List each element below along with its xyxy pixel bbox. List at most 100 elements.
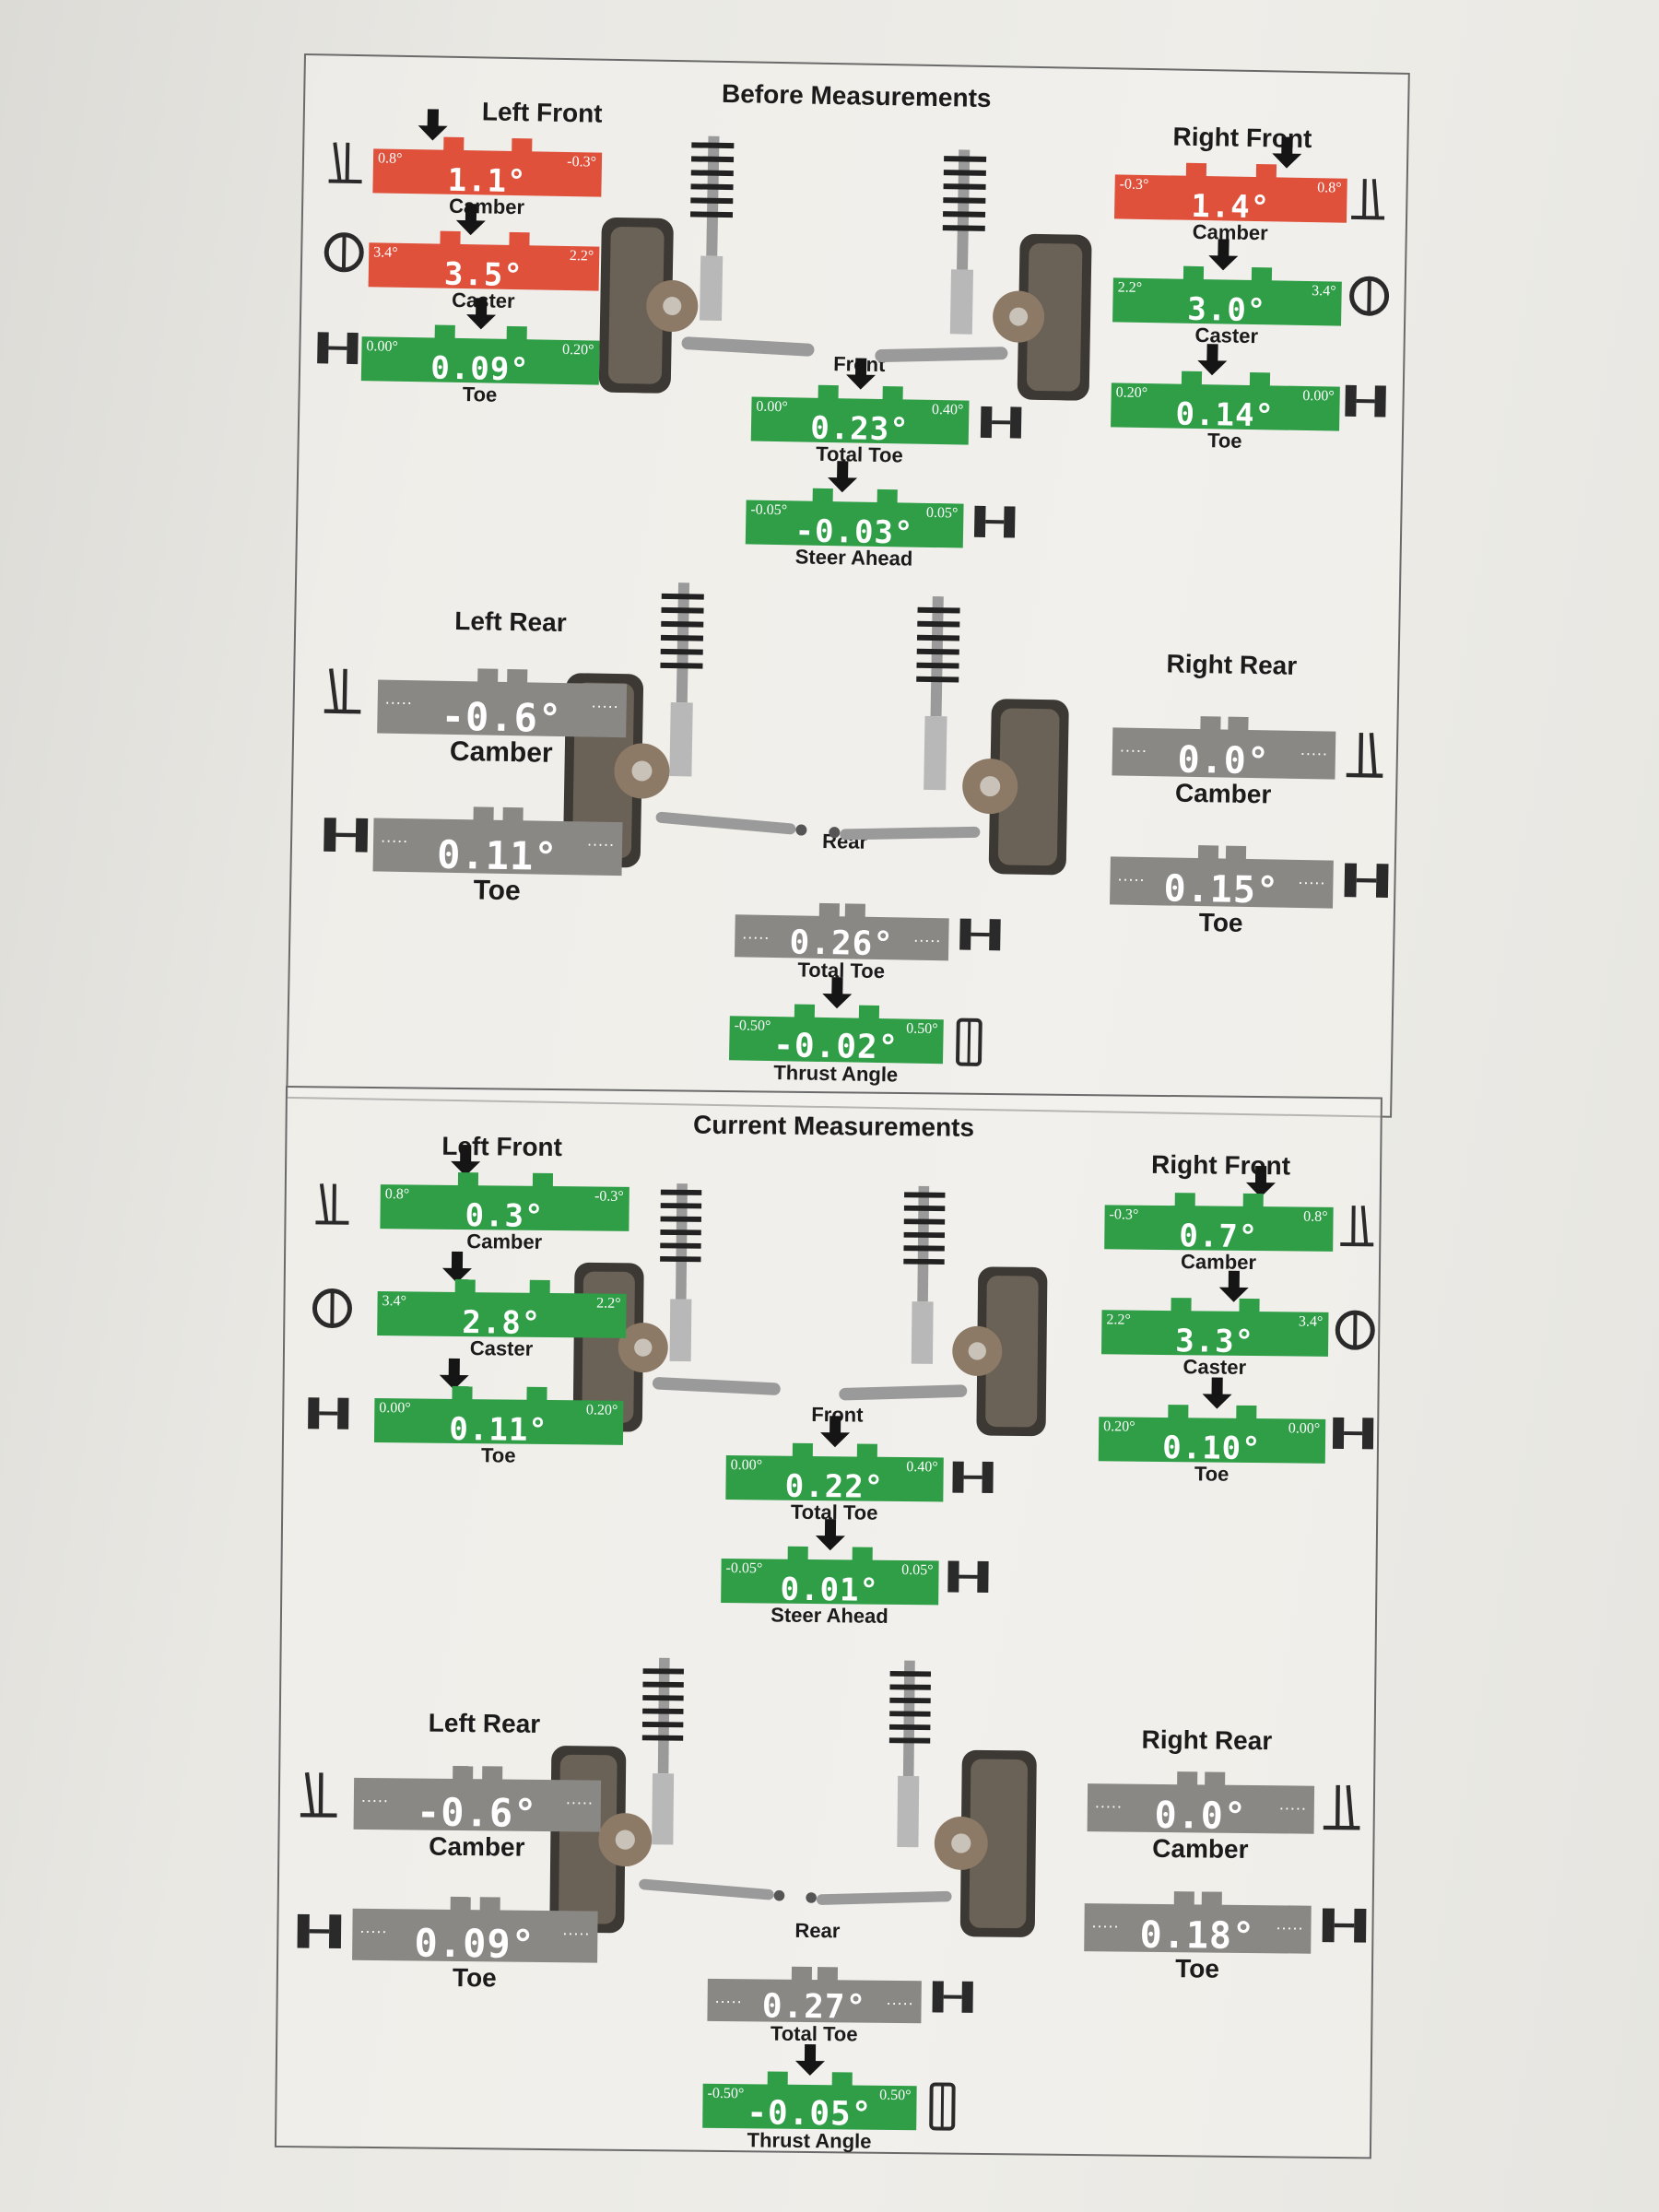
gauge-notch <box>439 230 461 246</box>
toe-icon <box>1332 1417 1374 1450</box>
gauge-notch <box>473 806 494 822</box>
rear-total-toe-gauge: ..........0.27° Total Toe <box>707 1966 922 2046</box>
gauge-value: 0.18° <box>1139 1913 1256 1959</box>
gauge-label: Toe <box>462 382 498 406</box>
total-toe-icon <box>952 1461 994 1494</box>
gauge-bar: 0.20°0.00°0.14° <box>1111 382 1340 434</box>
lr-camber-gauge: ..........-0.6° Camber <box>377 667 628 769</box>
gauge-notch <box>767 2071 789 2087</box>
gauge-notch <box>1204 1771 1226 1787</box>
lf-toe-gauge: 0.00°0.20°0.11° Toe <box>373 1385 624 1467</box>
gauge-notch <box>482 1766 503 1782</box>
gauge-notch <box>512 137 533 154</box>
gauge-notch <box>1255 164 1277 180</box>
rr-toe-gauge: ..........0.15° Toe <box>1110 843 1334 937</box>
gauge-bar: ..........-0.6° <box>353 1777 602 1836</box>
toe-icon <box>297 1913 342 1948</box>
gauge-notch <box>525 1386 547 1402</box>
gauge-label: Camber <box>448 194 525 219</box>
gauge-notch <box>1242 1193 1265 1209</box>
gauge-label: Thrust Angle <box>773 1061 899 1087</box>
gauge-bar: -0.50°0.50°-0.05° <box>702 2083 917 2134</box>
gauge-bar: ..........0.15° <box>1110 856 1334 912</box>
gauge-bar: 2.2°3.4°3.0° <box>1112 277 1342 329</box>
camber-icon <box>300 1771 337 1818</box>
left-rear-header: Left Rear <box>428 1708 541 1738</box>
gauge-label: Total Toe <box>770 2021 858 2046</box>
gauge-value: 0.15° <box>1163 867 1280 912</box>
gauge-notch <box>853 1547 874 1562</box>
rf-camber-gauge: -0.3°0.8°0.7° Camber <box>1104 1192 1334 1274</box>
gauge-notch <box>1198 845 1219 861</box>
lf-caster-gauge: 3.4°2.2°3.5° Caster <box>368 229 600 312</box>
steer-ahead-icon <box>973 505 1016 538</box>
gauge-label: Steer Ahead <box>771 1603 888 1628</box>
gauge-notch <box>792 1442 813 1459</box>
gauge-bar: -0.3°0.8°0.7° <box>1104 1205 1334 1255</box>
left-rear-header: Left Rear <box>454 606 567 638</box>
gauge-label: Toe <box>1198 908 1243 937</box>
front-total-toe-gauge: 0.00°0.40°0.22° Total Toe <box>725 1442 944 1524</box>
gauge-label: Steer Ahead <box>794 545 913 571</box>
gauge-notch <box>1177 1771 1198 1787</box>
gauge-notch <box>506 325 527 342</box>
gauge-notch <box>1200 716 1222 732</box>
camber-icon <box>1346 732 1383 778</box>
gauge-bar: -0.3°0.8°1.4° <box>1114 174 1347 226</box>
gauge-value: 0.01° <box>780 1571 880 1609</box>
front-suspension-image <box>598 135 1092 401</box>
caster-icon <box>312 1288 352 1329</box>
gauge-label: Camber <box>466 1230 543 1253</box>
gauge-value: 0.0° <box>1154 1794 1248 1838</box>
gauge-notch <box>831 2072 853 2088</box>
gauge-notch <box>479 1897 500 1912</box>
gauge-notch <box>812 488 833 504</box>
gauge-bar: 3.4°2.2°2.8° <box>377 1291 627 1342</box>
gauge-notch <box>1171 1298 1192 1313</box>
gauge-notch <box>858 1005 879 1021</box>
gauge-bar: 0.00°0.40°0.22° <box>725 1455 944 1506</box>
gauge-bar: -0.50°0.50°-0.02° <box>729 1016 944 1066</box>
gauge-notch <box>477 668 499 684</box>
gauge-notch <box>507 668 528 685</box>
toe-icon <box>324 818 369 853</box>
gauge-notch <box>1239 1298 1260 1314</box>
gauge-bar: 2.2°3.4°3.3° <box>1100 1310 1329 1360</box>
rr-camber-gauge: ..........0.0° Camber <box>1112 714 1336 808</box>
lf-camber-gauge: 0.8°-0.3°1.1° Camber <box>372 135 603 218</box>
gauge-notch <box>450 1896 471 1912</box>
gauge-notch <box>457 1171 478 1188</box>
current-measurements-panel: Current Measurements Left Front Right Fr… <box>274 1086 1382 2159</box>
gauge-notch <box>817 1967 838 1983</box>
gauge-value: -0.6° <box>441 693 563 741</box>
lr-toe-gauge: ..........0.11° Toe <box>372 805 623 906</box>
gauge-notch <box>857 1443 878 1459</box>
lf-camber-gauge: 0.8°-0.3°0.3° Camber <box>380 1171 629 1253</box>
gauge-label: Toe <box>1175 1954 1220 1983</box>
camber-icon <box>328 142 362 184</box>
rf-toe-gauge: 0.20°0.00°0.10° Toe <box>1098 1404 1326 1486</box>
steer-ahead-gauge: -0.05°0.05°0.01° Steer Ahead <box>721 1546 939 1628</box>
gauge-notch <box>502 806 524 823</box>
gauge-notch <box>508 231 530 248</box>
gauge-bar: 0.8°-0.3°1.1° <box>372 148 603 200</box>
front-total-toe-gauge: 0.00°0.40°0.23° Total Toe <box>750 384 970 466</box>
thrust-angle-icon <box>929 2082 956 2131</box>
caster-icon <box>1335 1310 1375 1350</box>
right-rear-header: Right Rear <box>1141 1724 1273 1756</box>
gauge-notch <box>1201 1891 1222 1907</box>
lr-toe-gauge: ..........0.09° Toe <box>352 1896 598 1992</box>
gauge-notch <box>1225 845 1246 861</box>
gauge-notch <box>1252 266 1273 283</box>
gauge-label: Toe <box>1206 429 1242 453</box>
gauge-label: Toe <box>473 875 522 907</box>
gauge-notch <box>791 1966 813 1983</box>
gauge-notch <box>453 1765 474 1782</box>
gauge-notch <box>1236 1405 1257 1421</box>
total-toe-icon <box>980 406 1022 439</box>
gauge-value: -0.6° <box>416 1789 538 1836</box>
gauge-label: Caster <box>1182 1355 1247 1379</box>
gauge-value: 0.09° <box>414 1920 536 1967</box>
gauge-label: Camber <box>429 1831 525 1862</box>
lf-caster-gauge: 3.4°2.2°2.8° Caster <box>377 1278 627 1360</box>
